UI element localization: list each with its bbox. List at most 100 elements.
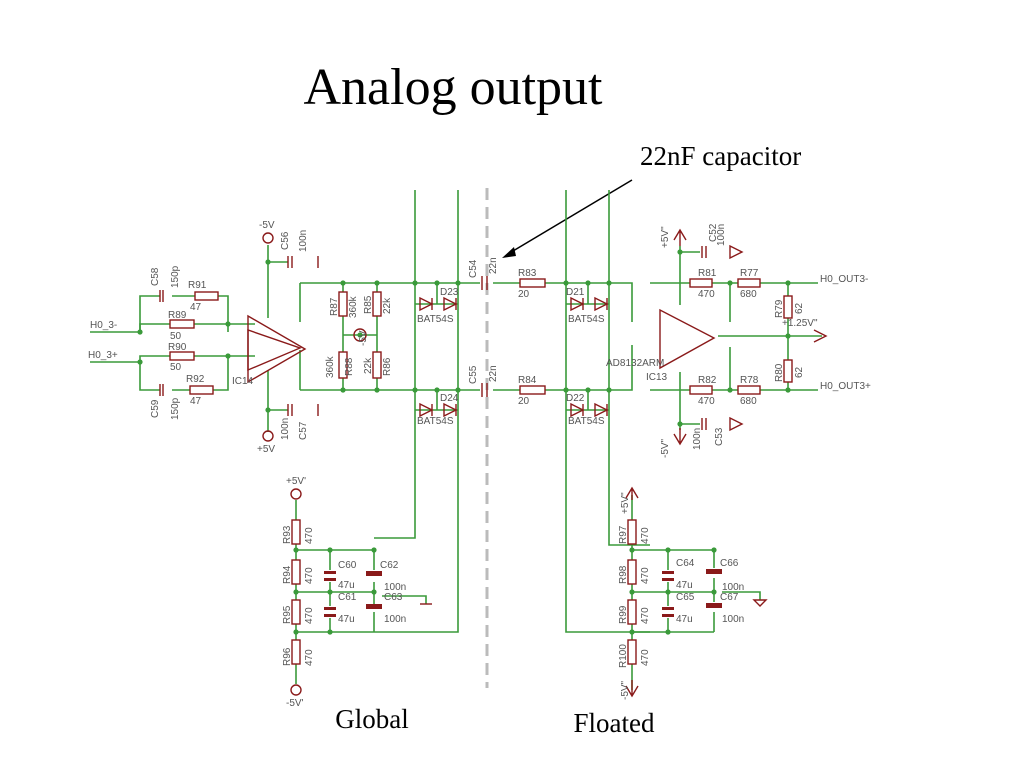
ground-symbols bbox=[317, 244, 768, 607]
part-value: 47u bbox=[676, 614, 693, 625]
part-id: C53 bbox=[714, 427, 725, 446]
part-id: C67 bbox=[720, 592, 739, 603]
part-id: R82 bbox=[698, 375, 717, 386]
part-id: R81 bbox=[698, 268, 717, 279]
part-value: BAT54S bbox=[417, 416, 454, 427]
supply-symbols bbox=[262, 228, 828, 698]
part-value: 470 bbox=[640, 527, 651, 544]
part-id: D21 bbox=[566, 287, 585, 298]
opamp-ic14 bbox=[247, 314, 307, 384]
part-id: C61 bbox=[338, 592, 357, 603]
part-value: 100n bbox=[280, 418, 291, 440]
part-value: BAT54S bbox=[417, 314, 454, 325]
part-id: D23 bbox=[440, 287, 459, 298]
part-value: 100n bbox=[692, 428, 703, 450]
power-m5v-top: -5V bbox=[259, 220, 275, 231]
power-m5vs-ladder: -5V" bbox=[620, 680, 631, 700]
part-value: 47 bbox=[190, 302, 202, 313]
part-id: R97 bbox=[618, 525, 629, 544]
part-id: R90 bbox=[168, 342, 187, 353]
part-value: 100n bbox=[716, 224, 727, 246]
part-value: 470 bbox=[304, 527, 315, 544]
part-value: 100n bbox=[298, 230, 309, 252]
net-in-plus: H0_3+ bbox=[88, 350, 118, 361]
ic14-label: IC14 bbox=[232, 376, 254, 387]
part-id: R87 bbox=[329, 297, 340, 316]
part-id: C58 bbox=[150, 267, 161, 286]
part-value: BAT54S bbox=[568, 416, 605, 427]
part-id: R88 bbox=[344, 357, 355, 376]
part-value: 22n bbox=[488, 257, 499, 274]
part-value: 470 bbox=[698, 289, 715, 300]
opamp-ic13 bbox=[659, 308, 716, 370]
part-id: R100 bbox=[618, 644, 629, 668]
part-id: R95 bbox=[282, 605, 293, 624]
callout-arrow bbox=[502, 179, 633, 258]
part-id: C55 bbox=[468, 365, 479, 384]
power-vref: +1.25V" bbox=[782, 318, 818, 329]
part-id: R98 bbox=[618, 565, 629, 584]
part-id: C66 bbox=[720, 558, 739, 569]
part-id: C62 bbox=[380, 560, 399, 571]
power-p5vs-ladder: +5V" bbox=[620, 492, 631, 514]
diodes bbox=[419, 296, 609, 418]
part-id: D24 bbox=[440, 393, 459, 404]
junction-dots bbox=[137, 249, 791, 635]
part-id: C60 bbox=[338, 560, 357, 571]
part-value: 100n bbox=[384, 614, 406, 625]
part-value: 62 bbox=[794, 302, 805, 314]
part-value: 47u bbox=[676, 580, 693, 591]
part-id: C56 bbox=[280, 231, 291, 250]
part-labels: C58 150p R91 47 R89 50 R90 50 R92 47 C59… bbox=[150, 223, 805, 668]
part-id: R77 bbox=[740, 268, 759, 279]
resistors-horizontal bbox=[169, 278, 761, 395]
part-value: 150p bbox=[170, 265, 181, 288]
part-id: C52 bbox=[708, 223, 719, 242]
part-value: BAT54S bbox=[568, 314, 605, 325]
part-id: R99 bbox=[618, 605, 629, 624]
part-value: 100n bbox=[384, 582, 406, 593]
part-value: 20 bbox=[518, 289, 530, 300]
part-value: 50 bbox=[170, 362, 182, 373]
part-id: R86 bbox=[382, 357, 393, 376]
part-id: R93 bbox=[282, 525, 293, 544]
power-p5vs-top: +5V" bbox=[660, 226, 671, 248]
part-id: R89 bbox=[168, 310, 187, 321]
part-id: R83 bbox=[518, 268, 537, 279]
part-value: 680 bbox=[740, 289, 757, 300]
part-id: C64 bbox=[676, 558, 695, 569]
net-out-plus: H0_OUT3+ bbox=[820, 381, 871, 392]
part-id: R80 bbox=[774, 363, 785, 382]
part-value: 470 bbox=[640, 607, 651, 624]
part-id: C65 bbox=[676, 592, 695, 603]
part-value: 20 bbox=[518, 396, 530, 407]
part-value: 470 bbox=[304, 567, 315, 584]
part-value: 22k bbox=[363, 357, 374, 374]
capacitors bbox=[159, 246, 722, 617]
ad8132-label: AD8132ARM bbox=[606, 358, 664, 369]
net-labels: H0_3- H0_3+ H0_OUT3- H0_OUT3+ -5V +5V +5… bbox=[88, 220, 871, 709]
part-value: 680 bbox=[740, 396, 757, 407]
part-id: R84 bbox=[518, 375, 537, 386]
power-m5vp: -5V' bbox=[286, 698, 304, 709]
part-id: C54 bbox=[468, 259, 479, 278]
power-p5v-bottom: +5V bbox=[257, 444, 275, 455]
part-value: 47u bbox=[338, 614, 355, 625]
part-value: 360k bbox=[325, 355, 336, 378]
net-out-minus: H0_OUT3- bbox=[820, 274, 868, 285]
part-id: R92 bbox=[186, 374, 205, 385]
part-value: 50 bbox=[170, 331, 182, 342]
power-m5v-bias: -5V bbox=[358, 330, 369, 346]
part-value: 47 bbox=[190, 396, 202, 407]
part-value: 22k bbox=[382, 297, 393, 314]
part-id: R78 bbox=[740, 375, 759, 386]
part-value: 470 bbox=[640, 649, 651, 666]
part-id: R91 bbox=[188, 280, 207, 291]
part-id: C57 bbox=[298, 421, 309, 440]
net-in-minus: H0_3- bbox=[90, 320, 117, 331]
part-value: 47u bbox=[338, 580, 355, 591]
part-value: 470 bbox=[304, 649, 315, 666]
part-value: 470 bbox=[640, 567, 651, 584]
slide-title: Analog output bbox=[304, 59, 604, 116]
power-p5vp: +5V' bbox=[286, 476, 306, 487]
